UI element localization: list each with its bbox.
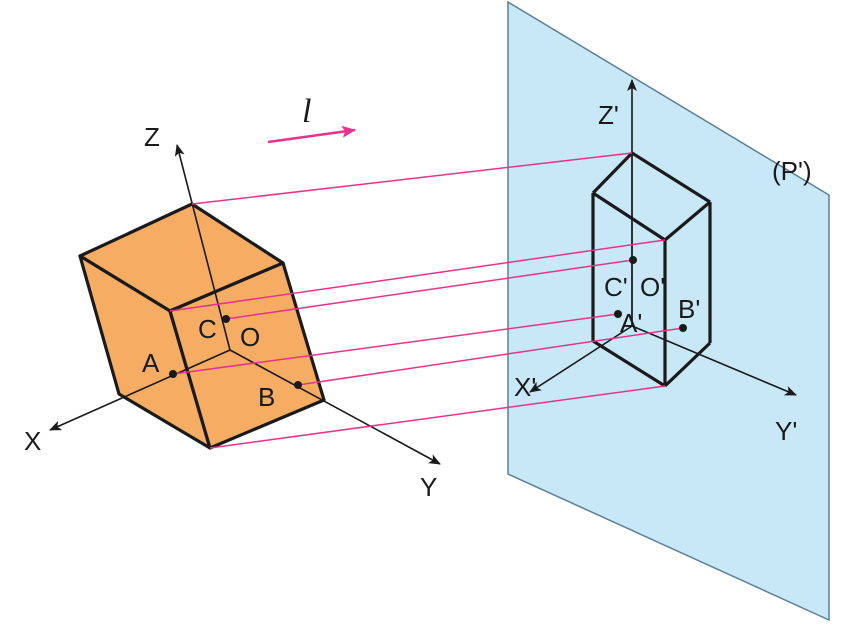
projection-direction-arrow — [267, 125, 356, 144]
projected-box — [591, 151, 712, 388]
direction-label: l — [302, 93, 311, 130]
point-c-prime-dot — [629, 256, 637, 264]
x-prime-axis-label: X' — [514, 372, 536, 402]
y-prime-axis-label: Y' — [775, 416, 797, 446]
origin-label: O — [240, 322, 260, 352]
x-axis — [49, 349, 231, 431]
point-b-dot — [294, 381, 302, 389]
z-prime-axis-label: Z' — [598, 100, 619, 130]
point-b-label: B — [258, 382, 275, 412]
cube-right-face — [168, 261, 326, 450]
point-b-prime-label: B' — [678, 294, 700, 324]
x-axis-label: X — [24, 426, 41, 456]
projected-x-axis — [529, 325, 633, 393]
point-a-prime-dot — [614, 310, 622, 318]
point-a-label: A — [142, 348, 160, 378]
point-c-prime-label: C' — [604, 272, 628, 302]
point-b-prime-dot — [679, 324, 687, 332]
projection-plane — [507, 0, 830, 622]
z-axis-label: Z — [144, 122, 160, 152]
original-cube — [78, 202, 326, 450]
y-axis-label: Y — [420, 472, 437, 502]
point-a-dot — [169, 370, 177, 378]
plane-label: (P') — [772, 156, 812, 186]
point-c-dot — [222, 315, 230, 323]
origin-prime-label: O' — [640, 272, 665, 302]
projection-rays — [169, 152, 684, 449]
point-c-label: C — [198, 314, 217, 344]
point-a-prime-label: A' — [620, 308, 642, 338]
y-axis — [229, 349, 441, 465]
projected-y-axis — [631, 325, 797, 396]
z-axis — [174, 144, 231, 351]
